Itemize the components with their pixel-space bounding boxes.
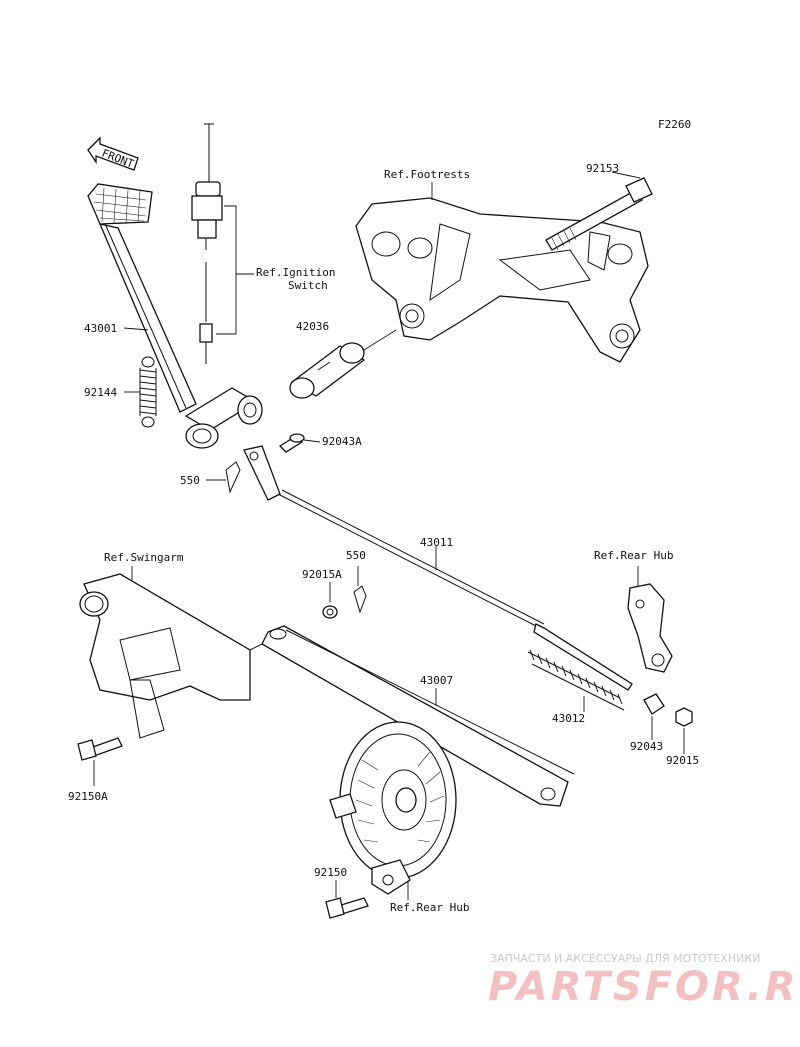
bolt-92150a [77, 737, 123, 786]
watermark: ЗАПЧАСТИ И АКСЕССУАРЫ ДЛЯ МОТОТЕХНИКИ PA… [488, 952, 800, 1010]
part-92150a-label: 92150A [68, 790, 108, 803]
labels: F2260 Ref.Footrests 92153 Ref.Ignition S… [68, 118, 699, 914]
footrest-bracket [355, 197, 649, 363]
watermark-logo: PARTSFOR.RU [488, 964, 800, 1010]
torque-link [261, 625, 575, 807]
clevis-pin-92043a [278, 433, 321, 453]
part-92043-label: 92043 [630, 740, 663, 753]
part-92015-label: 92015 [666, 754, 699, 767]
part-43011-label: 43011 [420, 536, 453, 549]
part-42036-label: 42036 [296, 320, 329, 333]
cotter-pin-mid [353, 566, 367, 614]
rear-hub-lever [627, 566, 673, 673]
lock-nut [675, 707, 693, 754]
figure-code: F2260 [658, 118, 691, 131]
bolt-92153 [545, 171, 653, 251]
part-43012-label: 43012 [552, 712, 585, 725]
watermark-tagline: ЗАПЧАСТИ И АКСЕССУАРЫ ДЛЯ МОТОТЕХНИКИ [490, 952, 760, 965]
brake-panel [329, 721, 457, 900]
brake-pedal [87, 183, 197, 413]
part-550-top-label: 550 [180, 474, 200, 487]
ref-rear-hub-top-label: Ref.Rear Hub [594, 549, 673, 562]
part-92144-label: 92144 [84, 386, 117, 399]
return-spring [139, 356, 157, 428]
ref-rear-hub-bottom-label: Ref.Rear Hub [390, 901, 469, 914]
part-43007-label: 43007 [420, 674, 453, 687]
ref-ignition-label: Ref.Ignition [256, 266, 335, 279]
ref-footrests-label: Ref.Footrests [384, 168, 470, 181]
part-92150-label: 92150 [314, 866, 347, 879]
part-550-mid-label: 550 [346, 549, 366, 562]
leader-lines [123, 182, 433, 393]
bolt-92150 [325, 880, 369, 919]
part-92153-label: 92153 [586, 162, 619, 175]
cotter-pin-top [206, 461, 241, 494]
ref-ignition-switch-label: Switch [288, 279, 328, 292]
part-43001-label: 43001 [84, 322, 117, 335]
swingarm [79, 566, 271, 739]
pedal-pivot [184, 387, 281, 501]
ref-swingarm-label: Ref.Swingarm [104, 551, 184, 564]
washer-92015a [322, 582, 338, 619]
part-92015a-label: 92015A [302, 568, 342, 581]
brake-light-switch [191, 123, 254, 364]
pivot-bushing [289, 329, 397, 399]
brake-rod [277, 489, 633, 691]
adjuster-nut [643, 693, 665, 740]
part-92043a-label: 92043A [322, 435, 362, 448]
front-arrow-icon: FRONT [87, 136, 139, 171]
rod-spring [527, 649, 625, 712]
